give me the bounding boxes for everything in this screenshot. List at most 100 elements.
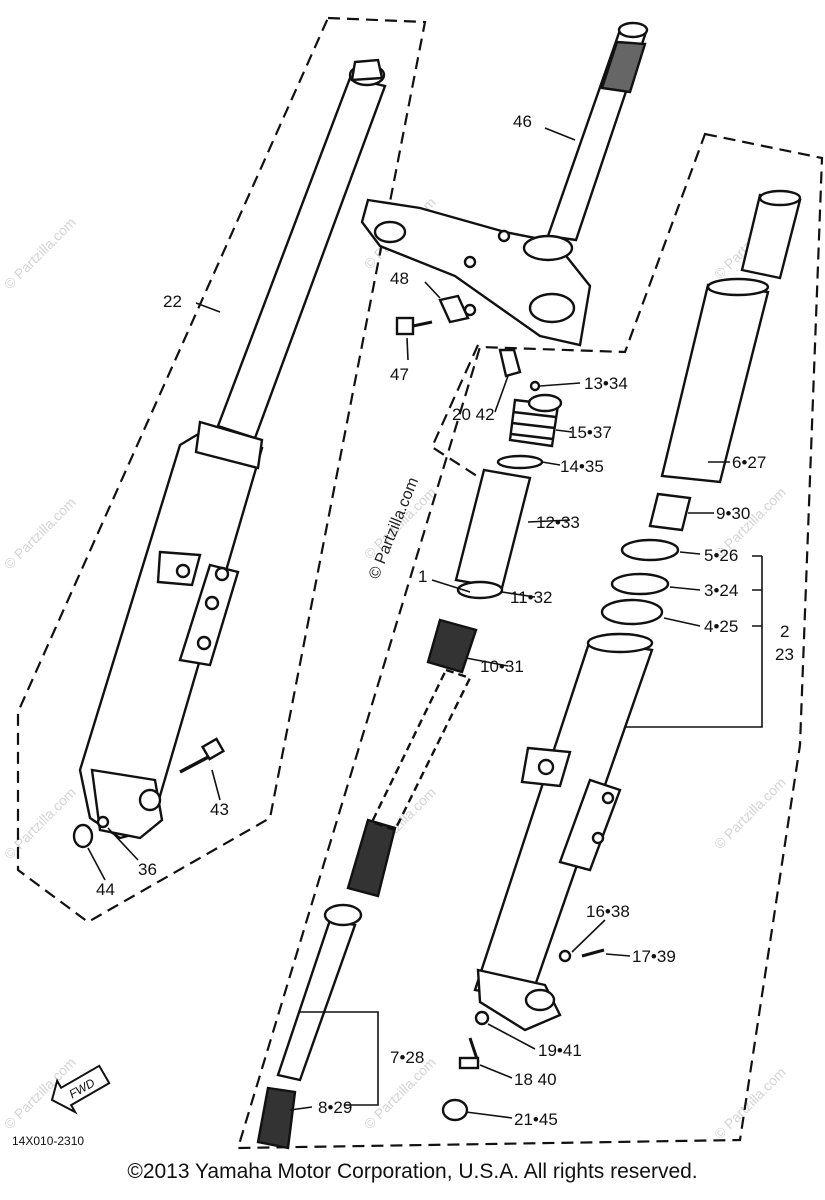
outer-tube-2-lug-hole [537, 758, 555, 776]
boss-hole [601, 791, 615, 805]
watermark: © Partzilla.com [711, 1064, 789, 1142]
bracket-left-clamp [373, 220, 407, 244]
callout-46: 46 [513, 112, 532, 131]
leader-10 [465, 657, 509, 667]
leader-15 [555, 429, 573, 433]
watermark-center: © Partzilla.com [366, 475, 422, 581]
callout-1: 1 [418, 567, 427, 586]
callout-10-31: 10•31 [480, 657, 524, 676]
rod-spring-8 [256, 1086, 297, 1150]
valve-20 [498, 348, 522, 378]
right-fork-internals [256, 348, 563, 1150]
callout-19-41: 19•41 [538, 1041, 582, 1060]
leader-12 [527, 519, 571, 523]
left-washer-36 [96, 815, 110, 829]
leader-4 [663, 617, 762, 627]
left-caliper-boss [178, 563, 240, 667]
axle-hole [524, 988, 556, 1012]
callout-3-24: 3•24 [704, 581, 738, 600]
leader-bracket-7 [300, 1011, 379, 1106]
outer-tube-2-top [586, 632, 654, 654]
clip-3 [610, 572, 670, 596]
seal-5 [620, 538, 680, 562]
outer-tube-2-axle [476, 968, 562, 1032]
stem-bearing-race [522, 234, 574, 262]
left-fork-outline [16, 16, 427, 924]
callout-47: 47 [390, 365, 409, 384]
washer-19 [474, 1010, 490, 1026]
spring-10-lower [346, 818, 397, 898]
callout-44: 44 [96, 880, 115, 899]
callout-8-29: 8•29 [318, 1098, 352, 1117]
callout-20-42: 20 42 [452, 405, 495, 424]
group-outlines [16, 16, 824, 1150]
bolt-47 [395, 316, 415, 336]
callout-6-27: 6•27 [732, 453, 766, 472]
leader-18 [479, 1064, 513, 1079]
left-boss-hole [204, 595, 220, 611]
callout-43: 43 [210, 800, 229, 819]
callout-14-35: 14•35 [560, 457, 604, 476]
right-fork-assembly [441, 189, 802, 1122]
leader-22 [195, 302, 221, 313]
leader-8 [289, 1106, 313, 1111]
leader-46 [544, 127, 576, 141]
left-cap-44 [72, 823, 94, 849]
bolt-18-head [458, 1056, 480, 1070]
leader-36 [107, 827, 139, 861]
leader-14 [541, 461, 561, 466]
leader-1 [431, 579, 471, 593]
callout-7-28: 7•28 [390, 1048, 424, 1067]
bracket-bolt-hole [463, 255, 477, 269]
callout-13-34: 13•34 [584, 374, 628, 393]
oring-14 [496, 454, 544, 470]
leader-11 [501, 591, 536, 598]
callout-12-33: 12•33 [536, 513, 580, 532]
spacer-12 [454, 468, 532, 590]
leader-19 [487, 1023, 536, 1050]
left-dust-seal [194, 420, 264, 470]
cap-bolt-15-rings [510, 410, 557, 441]
watermark: © Partzilla.com [1, 784, 79, 862]
callout-11-32: 11•32 [510, 588, 553, 607]
bracket-right-clamp [528, 292, 576, 324]
bracket-bolt-hole [497, 229, 511, 243]
callout-48: 48 [390, 269, 409, 288]
fwd-arrow-shape [50, 1064, 111, 1115]
leader-20 [494, 375, 509, 413]
bolt-17 [581, 948, 605, 958]
leader-47 [406, 337, 409, 361]
callout-21-45: 21•45 [514, 1110, 558, 1129]
callout-36: 36 [138, 860, 157, 879]
bushing-9 [648, 492, 692, 532]
callout-4-25: 4•25 [704, 617, 738, 636]
leader-48 [424, 281, 441, 299]
callout-5-26: 5•26 [704, 546, 738, 565]
left-inner-tube [216, 76, 387, 440]
boss-hole [591, 831, 605, 845]
watermark: © Partzilla.com [1, 214, 79, 292]
left-tube-cap-top [350, 58, 384, 82]
clamp-48-washer [463, 303, 477, 317]
leader-bracket-2 [625, 556, 763, 728]
left-bolt-head [200, 737, 226, 761]
callout-18-40: 18 40 [514, 1070, 557, 1089]
watermark: © Partzilla.com [1, 494, 79, 572]
leader-43 [211, 769, 221, 801]
inner-tube-upper [740, 193, 802, 280]
leader-5 [679, 551, 762, 557]
callout-16-38: 16•38 [586, 902, 630, 921]
stem-thread [600, 40, 647, 94]
leader-3 [669, 586, 762, 591]
clamp-48 [438, 294, 470, 324]
leader-21 [465, 1111, 513, 1119]
spring-10 [426, 618, 478, 674]
leader-lines [87, 127, 763, 1119]
callout-9-30: 9•30 [716, 504, 750, 523]
left-lug-hole [175, 563, 191, 579]
callout-2: 2 [780, 622, 789, 641]
leader-17 [605, 953, 631, 957]
washer-16 [558, 949, 572, 963]
spring-10-rod [370, 668, 472, 832]
